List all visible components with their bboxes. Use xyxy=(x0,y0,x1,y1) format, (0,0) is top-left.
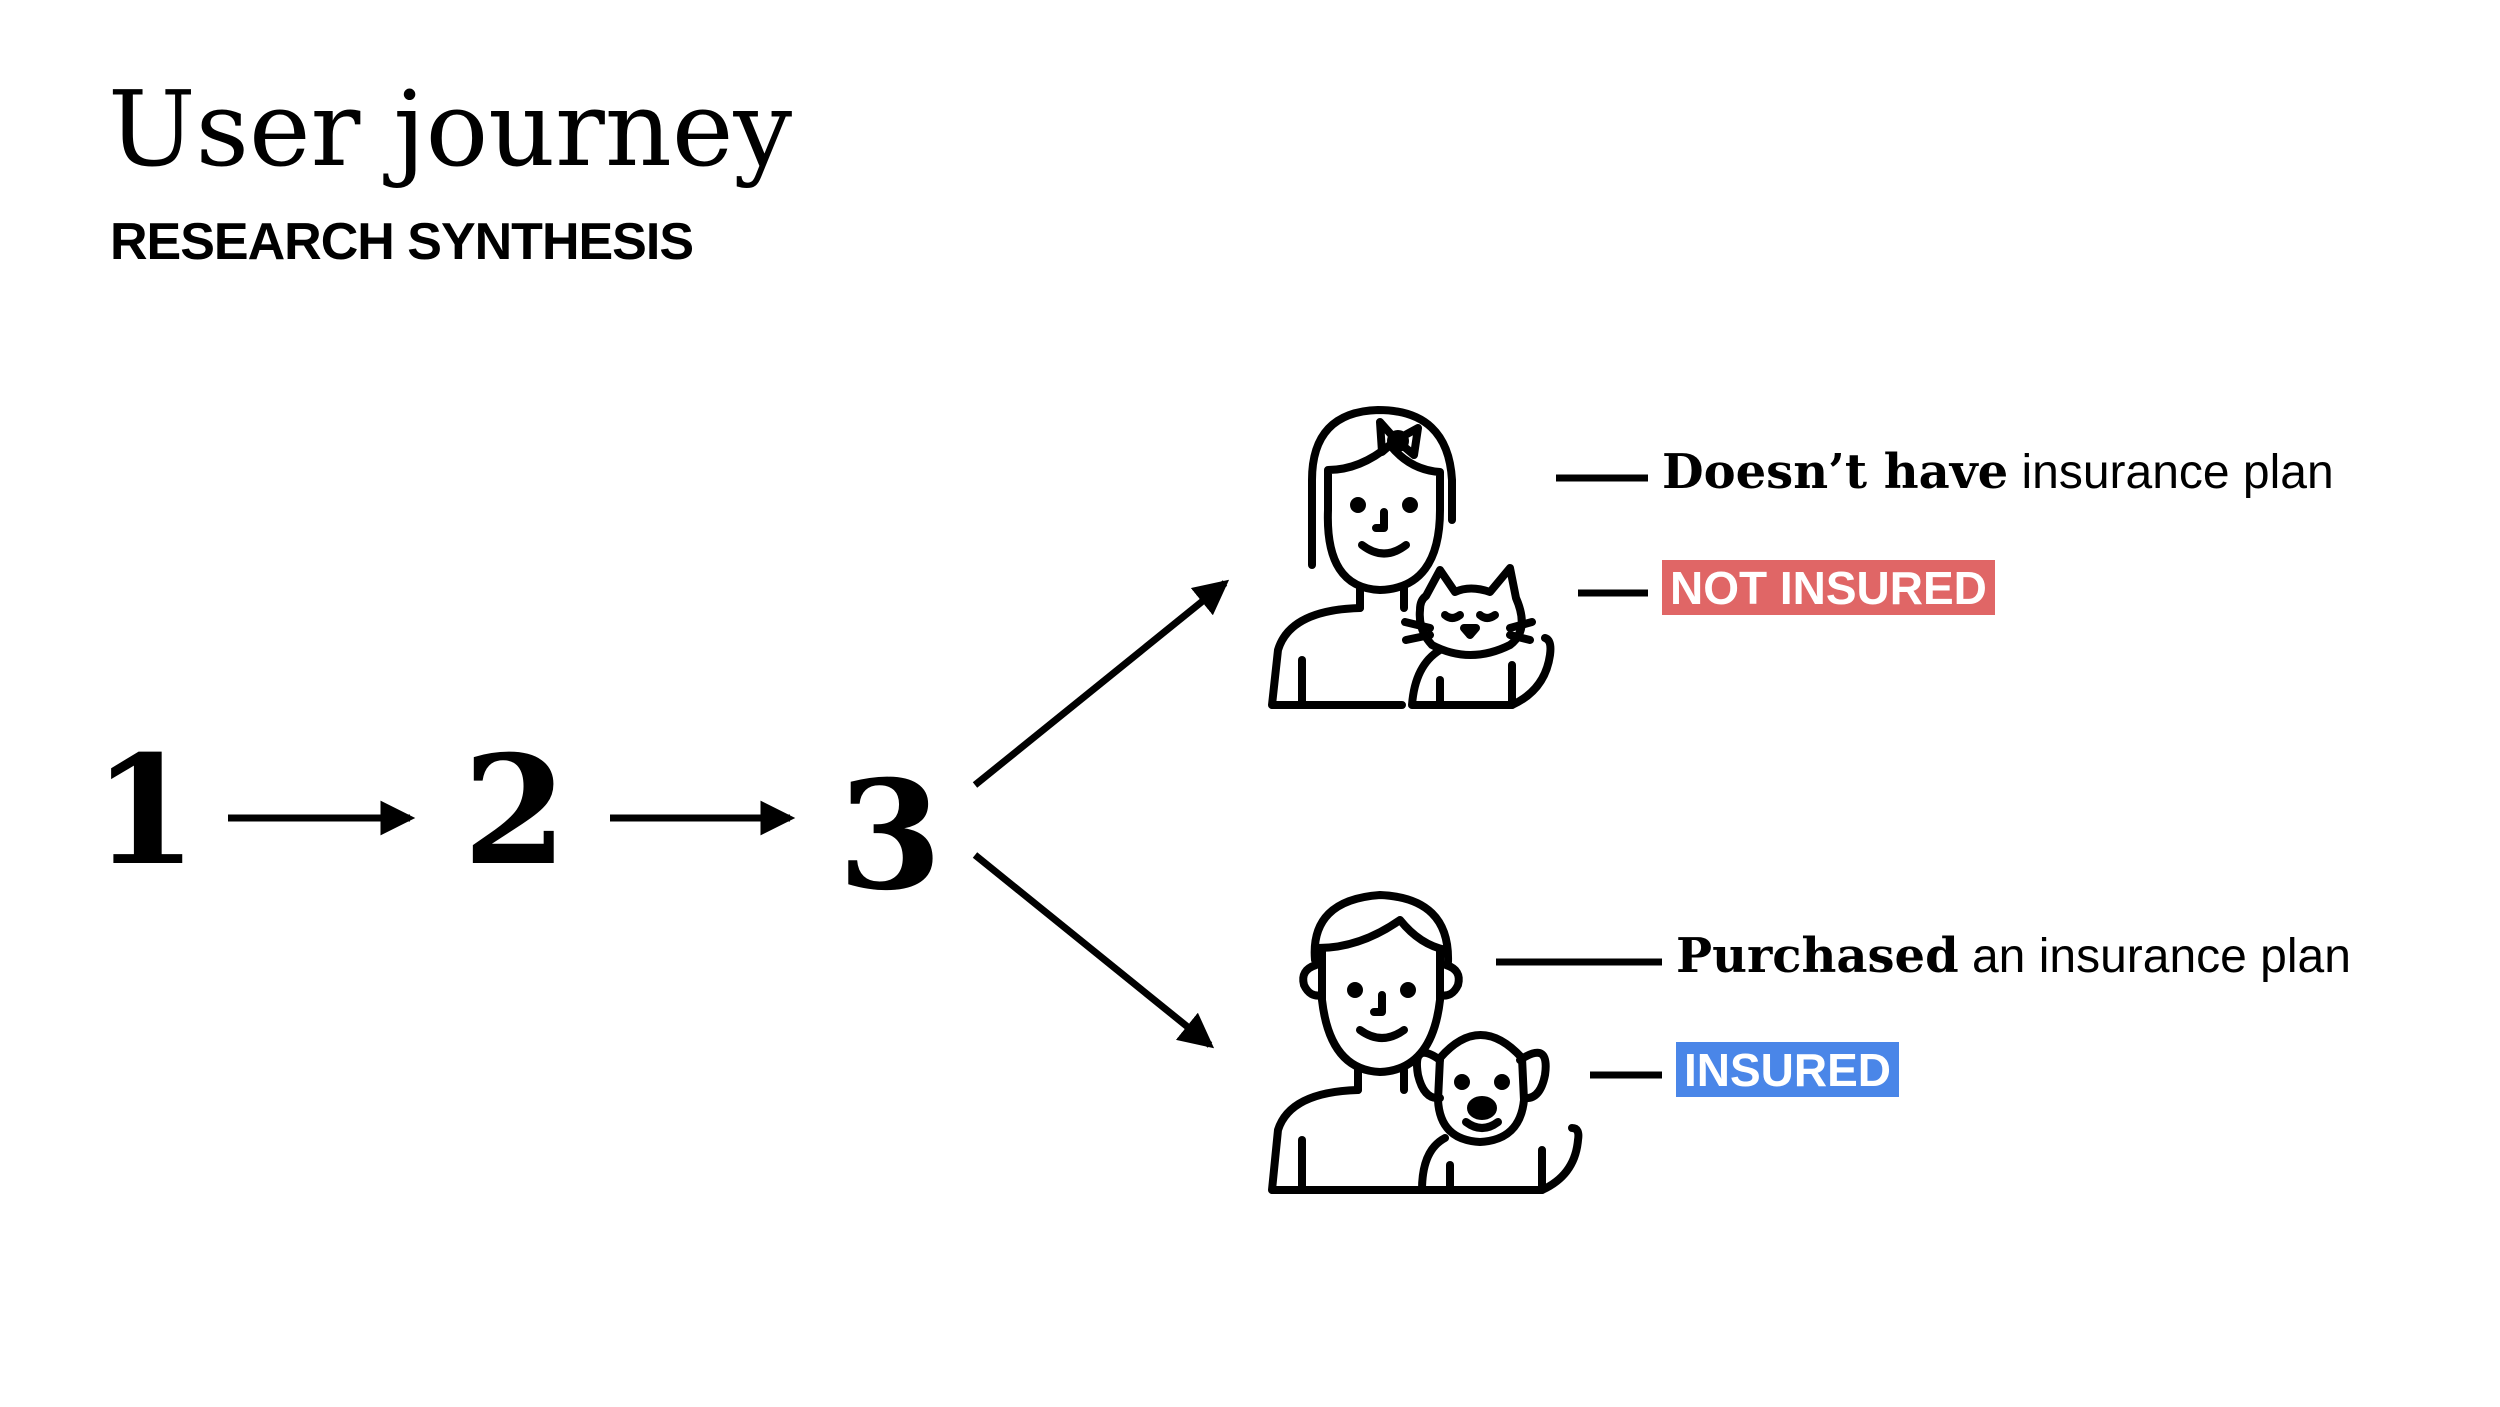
arrow-to-insured xyxy=(975,855,1210,1045)
not-insured-strong: Doesn’t have xyxy=(1662,444,2008,500)
step-2: 2 xyxy=(463,723,567,899)
insured-strong: Purchased xyxy=(1676,928,1959,984)
step-3: 3 xyxy=(838,748,942,924)
step-1: 1 xyxy=(93,723,197,899)
insured-badge: INSURED xyxy=(1676,1042,1899,1097)
not-insured-badge: NOT INSURED xyxy=(1662,560,1995,615)
insured-description: Purchased an insurance plan xyxy=(1676,932,2351,981)
arrow-to-not-insured xyxy=(975,583,1225,785)
man-with-dog-icon xyxy=(1272,895,1578,1190)
not-insured-rest: insurance plan xyxy=(2008,446,2334,499)
insured-rest: an insurance plan xyxy=(1959,930,2351,983)
not-insured-description: Doesn’t have insurance plan xyxy=(1662,448,2334,497)
woman-with-cat-icon xyxy=(1272,410,1550,705)
